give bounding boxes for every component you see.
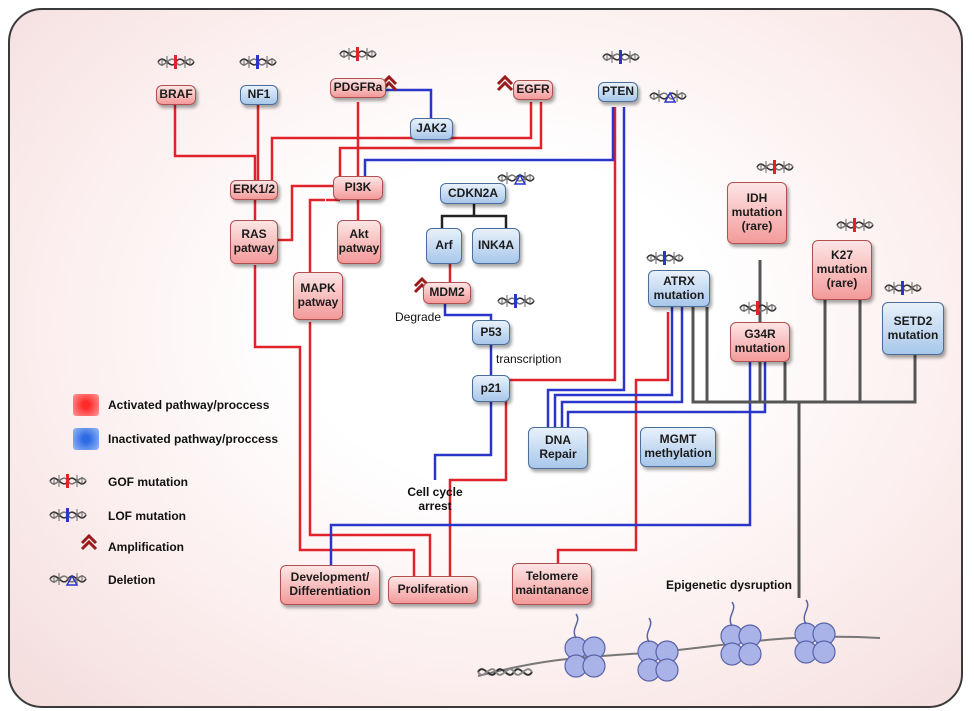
legend-deletion-label: Deletion	[108, 573, 156, 587]
legend-lof-label: LOF mutation	[108, 509, 186, 523]
arf-node: Arf	[426, 228, 462, 264]
cdkn2a-branch	[440, 204, 508, 228]
mgmt-methylation-node: MGMT methylation	[640, 427, 716, 467]
mutation-dna-icons	[157, 47, 922, 315]
p21-node: p21	[472, 375, 510, 402]
atrx-mutation-node: ATRX mutation	[648, 270, 710, 307]
diagram-panel: BRAF NF1 PDGFRa EGFR PTEN JAK2 ERK1/2 PI…	[8, 8, 963, 708]
g34r-mutation-node: G34R mutation	[730, 322, 790, 362]
legend-activated-swatch	[73, 394, 99, 416]
braf-node: BRAF	[156, 85, 196, 105]
k27-mutation-node: K27 mutation (rare)	[812, 240, 872, 300]
transcription-label: transcription	[496, 352, 562, 366]
pdgfra-node: PDGFRa	[330, 78, 386, 98]
jak2-node: JAK2	[410, 118, 453, 140]
legend-gof-label: GOF mutation	[108, 475, 188, 489]
pi3k-node: PI3K	[333, 176, 383, 200]
setd2-mutation-node: SETD2 mutation	[882, 302, 944, 355]
proliferation-node: Proliferation	[388, 576, 478, 604]
akt-pathway-node: Akt patway	[337, 220, 381, 264]
epigenetic-tree	[691, 260, 917, 598]
inactivated-connections	[329, 88, 767, 565]
legend-inactivated-label: Inactivated pathway/proccess	[108, 432, 279, 446]
cdkn2a-node: CDKN2A	[440, 183, 506, 204]
idh-mutation-node: IDH mutation (rare)	[727, 182, 787, 244]
erk-node: ERK1/2	[230, 180, 278, 200]
egfr-node: EGFR	[513, 80, 553, 100]
pathway-connections	[49, 47, 922, 682]
epigenetic-dysruption-label: Epigenetic dysruption	[666, 578, 793, 592]
pten-node: PTEN	[598, 82, 638, 102]
dna-repair-node: DNA Repair	[528, 427, 588, 469]
legend-inactivated-swatch	[73, 428, 99, 450]
mapk-pathway-node: MAPK patway	[293, 272, 343, 320]
legend-icons	[49, 474, 98, 586]
ink4a-node: INK4A	[472, 228, 520, 264]
telomere-maintenance-node: Telomere maintanance	[512, 563, 592, 605]
legend-amplification-label: Amplification	[108, 540, 185, 554]
p53-node: P53	[472, 320, 510, 345]
legend-activated-label: Activated pathway/proccess	[108, 398, 270, 412]
ras-pathway-node: RAS patway	[230, 220, 278, 264]
development-differentiation-node: Development/ Differentiation	[280, 565, 380, 605]
nucleosome-illustration	[477, 599, 881, 682]
activated-connections	[173, 102, 670, 576]
cell-cycle-arrest-label: Cell cycle arrest	[407, 485, 463, 514]
mdm2-node: MDM2	[423, 282, 471, 304]
degrade-label: Degrade	[395, 310, 442, 324]
nf1-node: NF1	[240, 85, 278, 105]
